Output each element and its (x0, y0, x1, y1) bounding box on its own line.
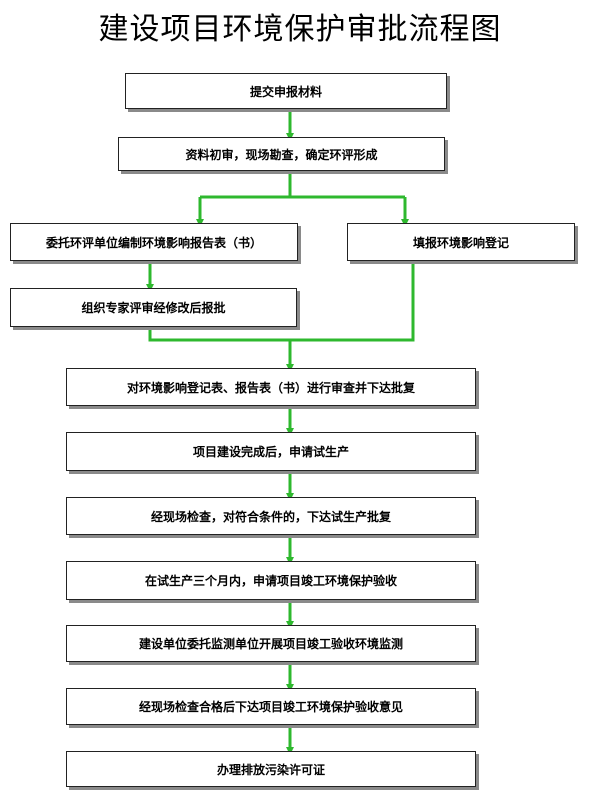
page-title: 建设项目环境保护审批流程图 (98, 12, 502, 47)
step-approve-report: 对环境影响登记表、报告表（书）进行审查并下达批复 (66, 368, 476, 406)
step-acceptance-monitoring: 建设单位委托监测单位开展项目竣工验收环境监测 (66, 625, 476, 662)
step-submit-materials: 提交申报材料 (125, 73, 447, 109)
step-apply-acceptance: 在试生产三个月内，申请项目竣工环境保护验收 (66, 561, 476, 600)
merge-line-registration (290, 261, 415, 342)
step-delegate-report: 委托环评单位编制环境影响报告表（书） (10, 223, 298, 261)
step-expert-review: 组织专家评审经修改后报批 (10, 288, 297, 327)
step-fill-registration: 填报环境影响登记 (347, 223, 575, 261)
step-discharge-permit: 办理排放污染许可证 (66, 751, 476, 787)
merge-line-expert (148, 327, 290, 342)
step-acceptance-opinion: 经现场检查合格后下达项目竣工环境保护验收意见 (66, 688, 476, 725)
step-trial-production-approval: 经现场检查，对符合条件的，下达试生产批复 (66, 497, 476, 535)
step-initial-review: 资料初审，现场勘查，确定环评形成 (118, 137, 445, 171)
step-apply-trial-production: 项目建设完成后，申请试生产 (66, 432, 476, 471)
